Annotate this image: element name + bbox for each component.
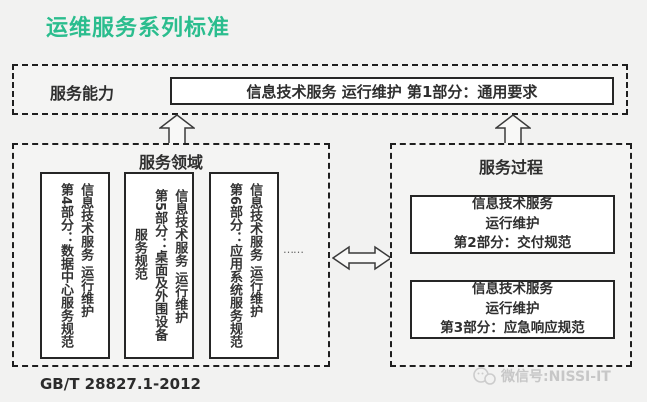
standard-part6-text: 信息技术服务 运行维护 第6部分：应用系统服务规范 [227, 182, 263, 349]
watermark-text: 微信号:NISSI-IT [501, 369, 611, 385]
service-capability-group: 服务能力 信息技术服务 运行维护 第1部分：通用要求 [12, 64, 628, 115]
double-arrow-icon [332, 245, 392, 271]
standard-part3-box: 信息技术服务 运行维护 第3部分：应急响应规范 [410, 280, 615, 339]
service-process-group: 服务过程 信息技术服务 运行维护 第2部分：交付规范 信息技术服务 运行维护 第… [390, 143, 632, 367]
standard-part2-box: 信息技术服务 运行维护 第2部分：交付规范 [410, 195, 615, 254]
wechat-icon [473, 367, 496, 385]
standard-part4-text: 信息技术服务 运行维护 第4部分：数据中心服务规范 [58, 182, 94, 349]
up-arrow-icon [495, 114, 531, 145]
service-domain-group: 服务领域 信息技术服务 运行维护 第4部分：数据中心服务规范 信息技术服务 运行… [12, 143, 330, 367]
up-arrow-icon [159, 114, 195, 145]
service-process-label: 服务过程 [478, 158, 543, 177]
service-capability-label: 服务能力 [50, 84, 115, 103]
standard-part1-box: 信息技术服务 运行维护 第1部分：通用要求 [170, 77, 614, 105]
watermark: 微信号:NISSI-IT [472, 366, 611, 386]
service-domain-label: 服务领域 [138, 153, 203, 172]
page-title: 运维服务系列标准 [46, 16, 231, 41]
standard-code: GB/T 28827.1-2012 [40, 375, 201, 393]
more-standards-ellipsis: …… [283, 243, 304, 256]
standard-part6-box: 信息技术服务 运行维护 第6部分：应用系统服务规范 [209, 172, 279, 359]
standard-part4-box: 信息技术服务 运行维护 第4部分：数据中心服务规范 [40, 172, 110, 359]
standard-part5-box: 信息技术服务 运行维护 第5部分：桌面及外围设备 服务规范 [124, 172, 194, 359]
standard-part5-text: 信息技术服务 运行维护 第5部分：桌面及外围设备 服务规范 [131, 189, 188, 342]
